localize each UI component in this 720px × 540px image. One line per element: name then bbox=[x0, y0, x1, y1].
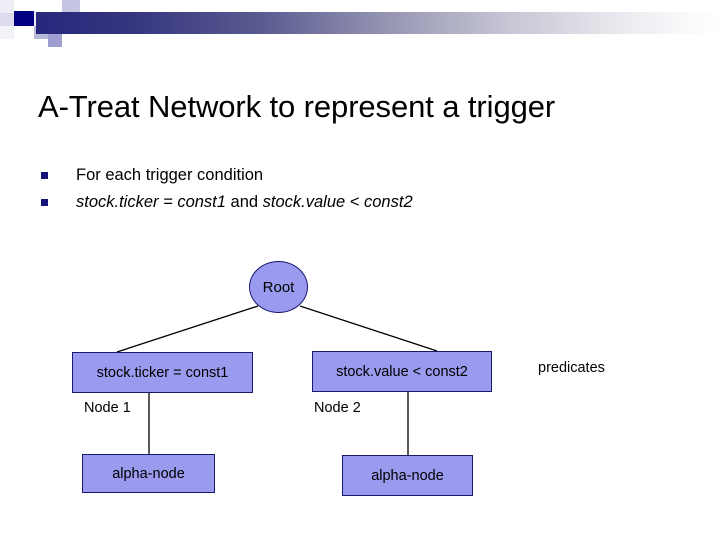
bullet-square-icon bbox=[41, 172, 48, 179]
list-item-label: For each trigger condition bbox=[76, 166, 264, 184]
diagram-label-node-2: Node 2 bbox=[314, 400, 361, 416]
page-title: A-Treat Network to represent a trigger bbox=[38, 88, 556, 124]
deco-square-medium-lavender-2 bbox=[48, 33, 62, 47]
deco-square-light-lavender-1 bbox=[62, 0, 80, 12]
header-gradient-bar bbox=[36, 12, 720, 34]
diagram-node-predicate-2[interactable]: stock.value < const2 bbox=[312, 351, 492, 392]
expression-right-operand: stock.value < const2 bbox=[262, 193, 413, 211]
diagram-node-predicate-2-label: stock.value < const2 bbox=[336, 363, 468, 380]
header-decoration bbox=[0, 0, 720, 47]
expression-conjunction: and bbox=[230, 193, 263, 211]
diagram-label-predicates: predicates bbox=[538, 360, 605, 376]
diagram-node-alpha-2[interactable]: alpha-node bbox=[342, 455, 473, 496]
bullet-square-icon bbox=[41, 199, 48, 206]
edge-root-to-predicate-2 bbox=[299, 305, 438, 352]
deco-square-pale-1 bbox=[0, 0, 14, 13]
diagram-node-predicate-1-label: stock.ticker = const1 bbox=[96, 364, 229, 381]
diagram-node-alpha-1-label: alpha-node bbox=[112, 465, 185, 482]
edge-root-to-predicate-1 bbox=[116, 305, 259, 353]
list-item: For each trigger condition bbox=[38, 162, 638, 189]
list-item-label: stock.ticker = const1 and stock.value < … bbox=[76, 193, 413, 211]
diagram-node-root[interactable]: Root bbox=[249, 261, 308, 313]
deco-square-dark-navy bbox=[14, 11, 34, 26]
list-item: stock.ticker = const1 and stock.value < … bbox=[38, 189, 638, 216]
deco-square-white-gap bbox=[14, 0, 34, 11]
diagram-node-alpha-1[interactable]: alpha-node bbox=[82, 454, 215, 493]
diagram-node-predicate-1[interactable]: stock.ticker = const1 bbox=[72, 352, 253, 393]
diagram-node-alpha-2-label: alpha-node bbox=[371, 467, 444, 484]
deco-square-pale-3 bbox=[0, 26, 14, 39]
deco-square-pale-2 bbox=[0, 13, 14, 26]
diagram-node-root-label: Root bbox=[262, 278, 295, 296]
diagram-label-node-1: Node 1 bbox=[84, 400, 131, 416]
bullet-list: For each trigger condition stock.ticker … bbox=[38, 162, 638, 216]
expression-left-operand: stock.ticker = const1 bbox=[76, 193, 231, 211]
